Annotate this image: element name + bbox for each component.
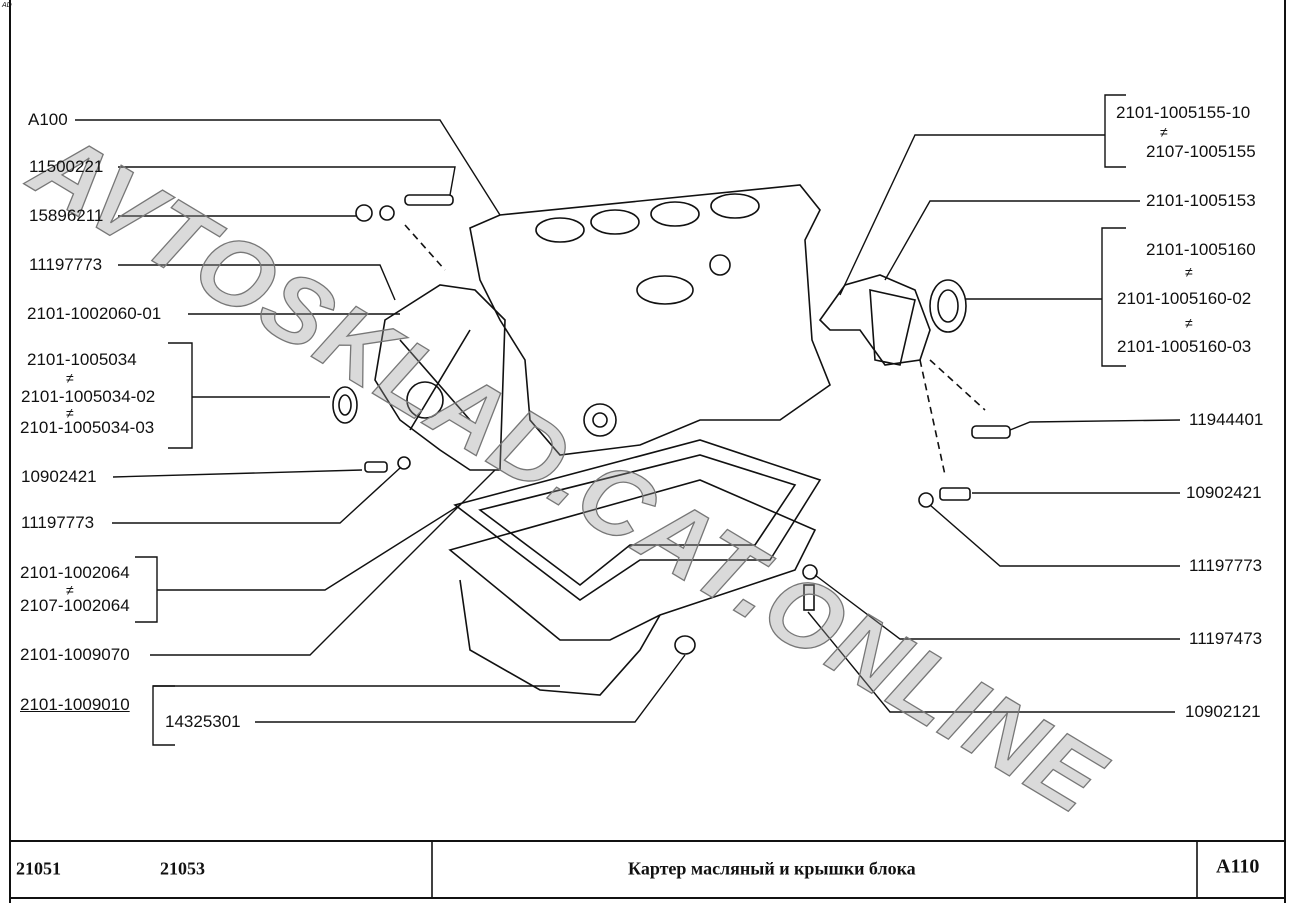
group-brackets [135,94,1126,746]
small-parts-left [332,194,454,473]
not-equal-sign: ≠ [66,405,74,421]
part-label: 11944401 [1189,410,1264,429]
part-label: 2101-1005160-02 [1117,289,1252,308]
part-label: 10902121 [1185,702,1261,721]
part-label: 2101-1005160-03 [1117,337,1252,356]
part-label: 2101-1005160 [1146,240,1256,259]
part-label: 11197773 [21,513,95,532]
part-label: 11197773 [29,255,103,274]
not-equal-sign: ≠ [66,370,74,386]
corner-mark: AD [2,2,12,9]
leader-lines [75,119,1181,723]
diagram-code: A110 [1216,855,1260,878]
front-cover-drawing [374,284,506,471]
not-equal-sign: ≠ [66,582,74,598]
part-label: 11500221 [29,157,104,176]
frame [9,0,1286,903]
part-label: 2101-1009070 [20,645,130,664]
part-label: 10902421 [1186,483,1262,502]
part-label: 10902421 [21,467,97,486]
rear-parts-drawing [802,274,1011,611]
part-label: 2101-1005155-10 [1116,103,1251,122]
part-label: 14325301 [165,712,241,731]
engine-block-drawing [469,184,831,456]
part-label: 2101-1002060-01 [27,304,162,323]
diagram-title: Картер масляный и крышки блока [628,858,916,879]
part-label: 2107-1005155 [1146,142,1256,161]
part-label: 2107-1002064 [20,596,130,615]
model-code: 21051 [16,858,61,879]
part-label: 2101-1005034-02 [21,387,156,406]
part-label: 2101-1002064 [20,563,130,582]
part-label: 15896211 [29,206,104,225]
part-label: 11197473 [1189,629,1263,648]
oil-pan-drawing [448,439,822,696]
model-code: 21053 [160,858,205,879]
part-label: 2101-1005034 [27,350,137,369]
part-label: 2101-1005153 [1146,191,1256,210]
not-equal-sign: ≠ [1185,264,1193,280]
part-label-assembly: 2101-1009010 [20,695,130,714]
part-label: 11197773 [1189,556,1263,575]
part-label-a100: A100 [28,110,68,129]
not-equal-sign: ≠ [1185,315,1193,331]
not-equal-sign: ≠ [1160,124,1168,140]
part-label: 2101-1005034-03 [20,418,155,437]
